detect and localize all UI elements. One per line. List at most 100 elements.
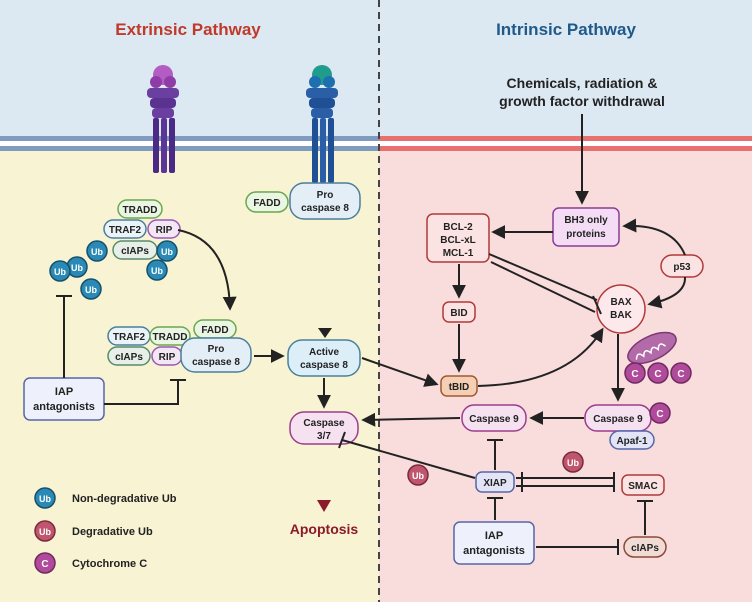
iap-antagonists-left-line2: antagonists: [33, 401, 95, 413]
bclxl-label: BCL-xL: [440, 235, 476, 246]
legend-nondeg-label: Non-degradative Ub: [72, 493, 177, 505]
membrane-left-inner: [0, 146, 379, 151]
stimulus-label-line1: Chemicals, radiation &: [507, 75, 658, 91]
svg-text:Ub: Ub: [39, 494, 51, 504]
apaf1-node: [609, 430, 655, 450]
caspase9-center-label: Caspase 9: [469, 414, 519, 425]
bak-label: BAK: [610, 310, 632, 321]
procaspase8-top-line2: caspase 8: [301, 203, 349, 214]
tbid-label: tBID: [449, 382, 470, 393]
death-receptor-blue: [306, 65, 338, 183]
svg-text:Ub: Ub: [54, 267, 66, 277]
fadd-node-top: [245, 191, 289, 213]
caspase37-node: [289, 411, 359, 445]
legend: Ub Non-degradative Ub Ub Degradative Ub …: [34, 487, 177, 574]
extracellular-bg-right: [379, 0, 752, 140]
iap-antagonists-left: [23, 377, 105, 421]
svg-text:Ub: Ub: [151, 266, 163, 276]
rip-node-1: [147, 219, 181, 239]
inhibit-bcl2-bax: [488, 253, 598, 301]
iap-antagonists-left-line1: IAP: [55, 386, 73, 398]
rip-label-2: RIP: [159, 352, 176, 363]
bh3-line1: BH3 only: [564, 215, 608, 226]
procaspase8-mid-line2: caspase 8: [192, 357, 240, 368]
iap-antagonists-right-line2: antagonists: [463, 545, 525, 557]
membrane-right-inner: [379, 146, 752, 151]
legend-deg-label: Degradative Ub: [72, 526, 153, 538]
fadd-label-top: FADD: [253, 198, 280, 209]
ub-cluster-nondeg: Ub Ub Ub Ub Ub Ub: [49, 240, 178, 300]
inhibit-iap-ciaps: [104, 380, 179, 405]
ciaps-label-1: cIAPs: [121, 246, 149, 257]
bax-label: BAX: [610, 297, 631, 308]
legend-cytc-label: Cytochrome C: [72, 558, 147, 570]
ub-deg-smac: [562, 451, 584, 473]
svg-text:C: C: [631, 369, 638, 380]
tradd-node-2: [149, 326, 191, 346]
ciaps-node-2: [107, 346, 151, 366]
svg-text:C: C: [677, 369, 684, 380]
traf2-node-1: [103, 219, 147, 239]
connectors: [56, 114, 687, 555]
svg-text:Ub: Ub: [161, 247, 173, 257]
procaspase8-mid-line1: Pro: [208, 344, 225, 355]
procaspase8-node-mid: [180, 337, 252, 373]
smac-label: SMAC: [628, 481, 657, 492]
xiap-label: XIAP: [483, 478, 507, 489]
death-receptor-purple: [147, 65, 179, 173]
ciaps-right-label: cIAPs: [631, 543, 659, 554]
legend-cytc-icon: [34, 552, 56, 574]
active-caspase8-line1: Active: [309, 347, 339, 358]
cytochrome-c-cluster: C C C: [624, 362, 692, 384]
caspase37-line2: 3/7: [317, 431, 331, 442]
svg-text:Ub: Ub: [39, 527, 51, 537]
p53-node: [660, 254, 704, 278]
bh3-only-node: [552, 207, 620, 247]
bid-label: BID: [450, 308, 467, 319]
iap-antagonists-right-line1: IAP: [485, 530, 503, 542]
arrow-p53-to-bh3: [622, 218, 686, 256]
arrow-complex1-to-complex2: [177, 229, 237, 311]
tradd-label-2: TRADD: [153, 332, 188, 343]
bid-node: [442, 301, 476, 323]
membrane-right-outer: [379, 136, 752, 141]
ub-deg-xiap: [407, 464, 429, 486]
inhibit-xiap-casp37: [341, 439, 476, 479]
arrow-tbid-to-bax: [477, 327, 604, 387]
arrow-active-to-tbid: [361, 357, 439, 387]
mitochondrion-icon: [627, 331, 677, 365]
traf2-label-1: TRAF2: [109, 225, 142, 236]
bh3-line2: proteins: [566, 229, 606, 240]
apaf1-label: Apaf-1: [616, 436, 648, 447]
svg-text:Ub: Ub: [567, 458, 579, 468]
traf2-label-2: TRAF2: [113, 332, 146, 343]
active-caspase8-node: [287, 339, 361, 377]
active-caspase8-line2: caspase 8: [300, 360, 348, 371]
procaspase8-top-line1: Pro: [317, 190, 334, 201]
tradd-label-1: TRADD: [123, 205, 158, 216]
caspase37-line1: Caspase: [303, 418, 345, 429]
intrinsic-title: Intrinsic Pathway: [496, 20, 636, 39]
svg-text:Ub: Ub: [91, 247, 103, 257]
svg-text:Ub: Ub: [71, 263, 83, 273]
arrow-p53-to-bax: [647, 276, 687, 309]
smac-node: [621, 474, 665, 496]
legend-deg-ub-icon: [34, 520, 56, 542]
caspase9-right-label: Caspase 9: [593, 414, 643, 425]
svg-text:Ub: Ub: [85, 285, 97, 295]
ciaps-right-node: [623, 536, 667, 558]
xiap-node: [475, 471, 515, 493]
arrow-casp9-to-casp37: [361, 412, 461, 427]
membrane-left-outer: [0, 136, 379, 141]
tbid-node: [440, 375, 478, 397]
mcl1-label: MCL-1: [443, 248, 474, 259]
stimulus-label-line2: growth factor withdrawal: [499, 93, 665, 109]
svg-text:C: C: [656, 409, 663, 420]
tradd-node-1: [117, 199, 163, 219]
bcl2-family-node: [426, 213, 490, 263]
fadd-label-2: FADD: [201, 325, 228, 336]
p53-label: p53: [673, 262, 691, 273]
legend-nondeg-ub-icon: [34, 487, 56, 509]
